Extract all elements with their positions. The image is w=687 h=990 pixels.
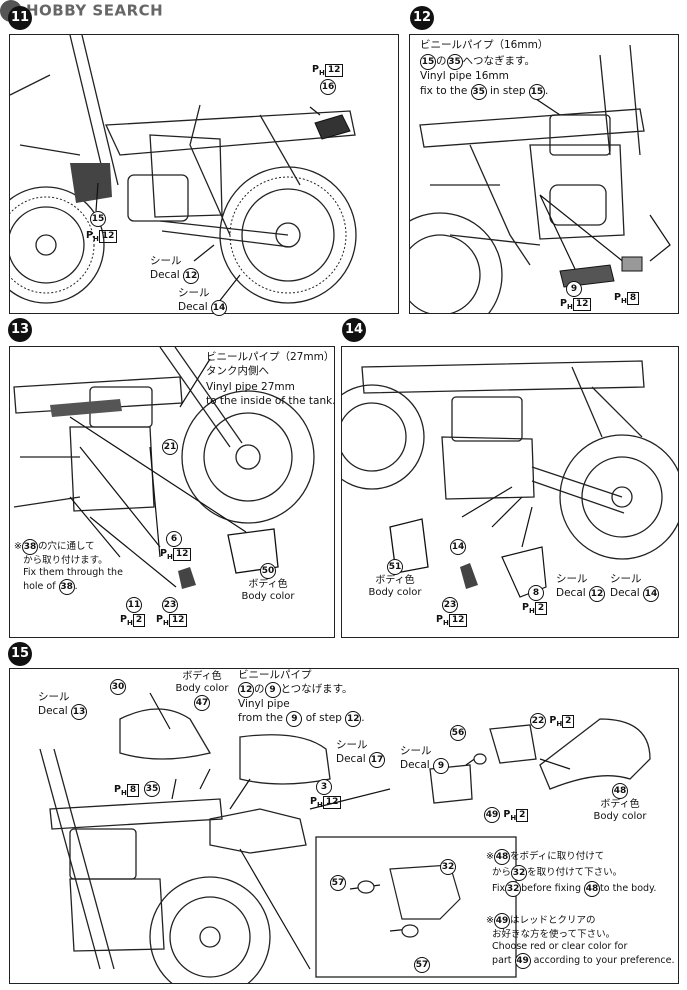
part-16-callout: 16 (320, 79, 336, 95)
part-11-callout: 11 (126, 597, 142, 613)
step-12-note-en-1: Vinyl pipe 16mm (420, 70, 509, 82)
step-13-note-ja-2: タンク内側へ (206, 365, 269, 377)
step-12-note-ja-1: ビニールパイプ（16mm） (420, 39, 549, 51)
step-15-illustration (39, 692, 651, 983)
part-32-callout: 32 (440, 859, 456, 875)
part-9-callout: 9 (566, 281, 582, 297)
part-15-callout: 15 (90, 211, 106, 227)
part-8-callout: 8 (528, 585, 544, 601)
part-21-callout: 21 (162, 439, 178, 455)
part-57b-callout: 57 (414, 957, 430, 973)
step-13-illustration (13, 347, 315, 589)
step-12-badge: 12 (410, 6, 434, 30)
step-12-note-en-2: fix to the 35 in step 15. (420, 84, 548, 100)
step-11-illustration (10, 35, 357, 304)
step-15-badge: 15 (8, 642, 32, 666)
part-56-callout: 56 (450, 725, 466, 741)
step-13-badge: 13 (8, 318, 32, 342)
part-57a-callout: 57 (330, 875, 346, 891)
step-12-illustration (410, 44, 671, 313)
step-13-note-en-2: to the inside of the tank. (206, 395, 336, 407)
part-23-callout: 23 (442, 597, 458, 613)
step-11-badge: 11 (8, 6, 32, 30)
brand-text: HOBBY SEARCH (26, 1, 164, 20)
part-35-callout: 35 (144, 781, 160, 797)
part-14-callout: 14 (450, 539, 466, 555)
step-13-note-en-1: Vinyl pipe 27mm (206, 381, 295, 393)
part-30-callout: 30 (110, 679, 126, 695)
part-50-callout: 50 (240, 563, 296, 579)
step-13-note-ja-1: ビニールパイプ（27mm） (206, 351, 335, 363)
part-23-callout: 23 (162, 597, 178, 613)
part-6-callout: 6 (166, 531, 182, 547)
step-13-panel: ビニールパイプ（27mm） タンク内側へ Vinyl pipe 27mm to … (9, 346, 336, 638)
step-14-badge: 14 (342, 318, 366, 342)
part-3-callout: 3 (316, 779, 332, 795)
